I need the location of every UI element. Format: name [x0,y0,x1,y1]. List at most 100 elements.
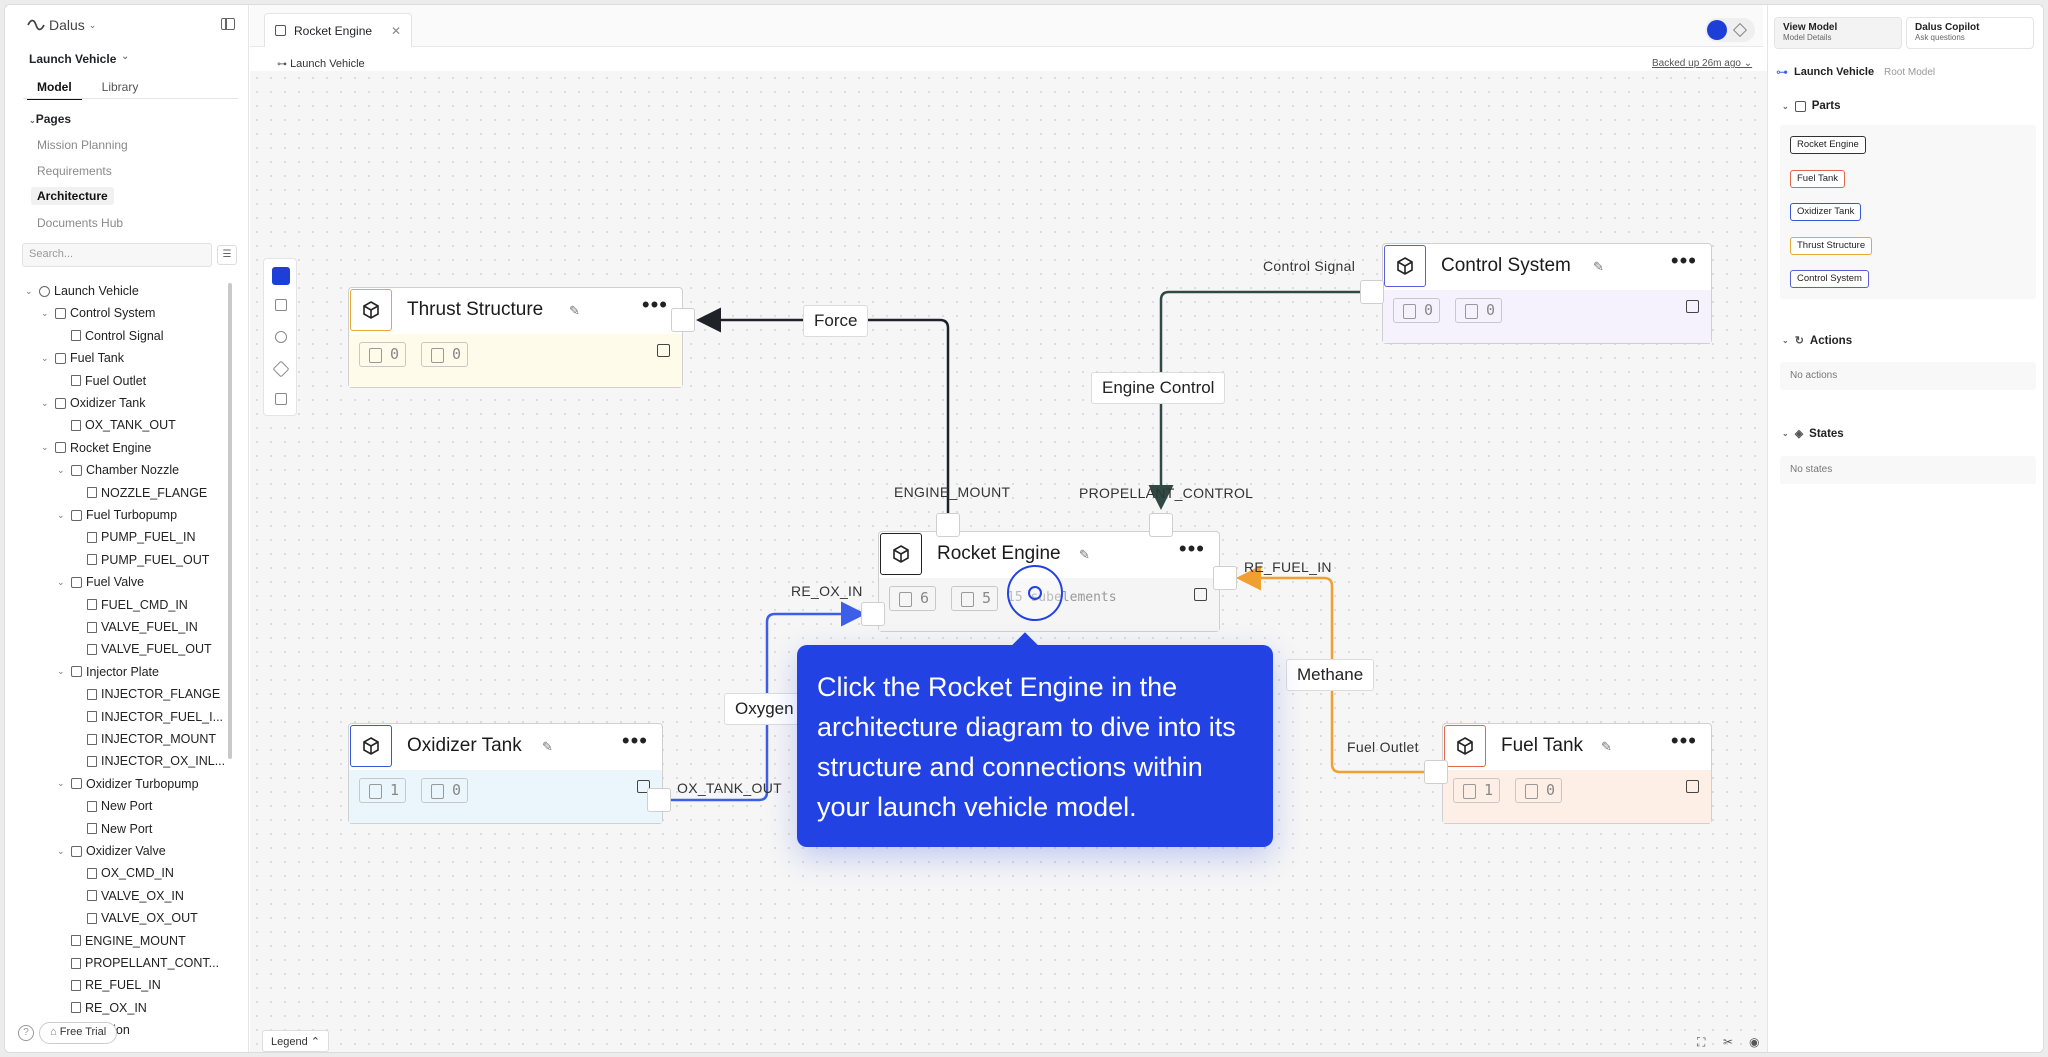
tree-item[interactable]: ⌄Control System [41,303,155,323]
page-documents-hub[interactable]: Documents Hub [37,216,124,230]
node-oxidizer-tank[interactable]: Oxidizer Tank ✎ ••• 1 0 [348,723,663,824]
tree-item[interactable]: OX_TANK_OUT [57,415,176,435]
chevron-down-icon[interactable]: ⌄ [41,352,49,363]
documents-count[interactable]: 0 [1515,778,1563,803]
tree-item[interactable]: ⌄Oxidizer Valve [57,841,166,861]
open-external-icon[interactable] [657,344,670,357]
open-external-icon[interactable] [1194,588,1207,601]
tools-icon[interactable]: ✂ [1723,1035,1734,1049]
chevron-down-icon[interactable]: ⌄ [121,51,130,62]
tree-item[interactable]: VALVE_OX_IN [73,886,184,906]
tab-library[interactable]: Library [101,80,139,94]
chevron-down-icon[interactable]: ⌄ [57,576,65,587]
tree-item[interactable]: VALVE_OX_OUT [73,908,198,928]
tree-item[interactable]: ⌄Oxidizer Turbopump [57,774,199,794]
tree-item[interactable]: ⌄Injector Plate [57,662,159,682]
tree-item[interactable]: Control Signal [57,326,164,346]
requirements-count[interactable]: 6 [889,586,937,611]
onboarding-hotspot[interactable] [1007,565,1063,621]
port-engine-mount[interactable] [936,513,960,537]
tree-item[interactable]: INJECTOR_FUEL_I... [73,707,223,727]
tree-item[interactable]: PROPELLANT_CONT... [57,953,219,973]
tree-item[interactable]: New Port [73,796,152,816]
part-pill[interactable]: Control System [1790,270,1869,288]
node-control-system[interactable]: Control System ✎ ••• 0 0 [1382,243,1712,344]
chevron-down-icon[interactable]: ⌄ [41,307,49,318]
port-re-fuel-in[interactable] [1213,566,1237,590]
edit-icon[interactable]: ✎ [1593,259,1604,274]
tab-model[interactable]: Model [27,76,82,100]
tree-item[interactable]: ⌄Launch Vehicle [25,281,139,301]
tree-item[interactable]: New Port [73,819,152,839]
tree-item[interactable]: OX_CMD_IN [73,863,174,883]
brand-logo[interactable]: Dalus ⌄ [27,17,96,33]
help-icon[interactable]: ? [18,1025,34,1041]
sidebar-toggle-icon[interactable] [221,18,235,30]
close-icon[interactable]: ✕ [390,23,401,38]
chevron-down-icon[interactable]: ⌄ [57,666,65,677]
tree-item[interactable]: RE_FUEL_IN [57,975,161,995]
part-pill[interactable]: Thrust Structure [1790,236,1873,255]
node-thrust-structure[interactable]: Thrust Structure ✎ ••• 0 0 [348,287,683,388]
more-icon[interactable]: ••• [621,728,648,753]
edit-icon[interactable]: ✎ [1601,739,1612,754]
port-re-ox-in[interactable] [861,602,885,626]
edit-icon[interactable]: ✎ [542,739,553,754]
project-selector[interactable]: Launch Vehicle [29,52,117,66]
requirements-count[interactable]: 1 [1453,778,1501,803]
tree-item[interactable]: PUMP_FUEL_OUT [73,550,209,570]
tree-item[interactable]: ⌄Rocket Engine [41,438,151,458]
chevron-down-icon[interactable]: ⌄ [57,464,65,475]
breadcrumb[interactable]: ⊶ Launch Vehicle [277,58,365,70]
documents-count[interactable]: 5 [951,586,999,611]
more-icon[interactable]: ••• [1670,728,1697,753]
port-ox-tank-out[interactable] [647,788,671,812]
tree-item[interactable]: VALVE_FUEL_IN [73,617,198,637]
view-model-button[interactable]: View Model Model Details [1774,17,1902,49]
edge-label-engine-control[interactable]: Engine Control [1091,372,1226,404]
port-thrust-out[interactable] [671,308,695,332]
actions-section-header[interactable]: ⌄ ↻ Actions [1782,334,1852,348]
tree-scrollbar[interactable] [228,283,232,759]
diamond-mode-icon[interactable] [1732,22,1748,38]
document-tool-icon[interactable] [275,393,287,405]
view-mode-toggle[interactable] [1705,18,1755,42]
state-tool-icon[interactable] [272,360,290,378]
architecture-canvas[interactable] [250,71,1775,1052]
open-external-icon[interactable] [1686,300,1699,313]
edge-label-force[interactable]: Force [803,305,869,337]
tree-item[interactable]: PUMP_FUEL_IN [73,527,195,547]
tree-item[interactable]: NOZZLE_FLANGE [73,483,207,503]
chevron-down-icon[interactable]: ⌄ [41,397,49,408]
more-icon[interactable]: ••• [1178,536,1205,561]
page-mission-planning[interactable]: Mission Planning [37,138,128,152]
part-pill[interactable]: Oxidizer Tank [1790,203,1862,221]
chevron-down-icon[interactable]: ⌄ [57,845,65,856]
tree-item[interactable]: INJECTOR_OX_INL... [73,751,225,771]
more-icon[interactable]: ••• [641,292,668,317]
chevron-down-icon[interactable]: ⌄ [25,285,33,296]
states-section-header[interactable]: ⌄ ◈ States [1782,427,1844,441]
documents-count[interactable]: 0 [421,342,469,367]
free-trial-button[interactable]: ⌂ Free Trial [39,1022,118,1044]
tree-item[interactable]: VALVE_FUEL_OUT [73,639,212,659]
legend-button[interactable]: Legend ⌃ [262,1030,329,1052]
filter-icon[interactable]: ☰ [217,245,237,265]
select-tool-icon[interactable] [272,267,290,285]
tree-item[interactable]: INJECTOR_FLANGE [73,684,220,704]
camera-icon[interactable]: ◉ [1749,1035,1760,1049]
page-requirements[interactable]: Requirements [37,164,112,178]
part-pill[interactable]: Fuel Tank [1790,169,1846,188]
part-pill[interactable]: Rocket Engine [1790,136,1866,154]
tree-item[interactable]: ⌄Fuel Turbopump [57,505,177,525]
chevron-down-icon[interactable]: ⌄ [57,509,65,520]
tab-rocket-engine[interactable]: Rocket Engine ✕ [264,13,412,47]
requirements-count[interactable]: 1 [359,778,407,803]
edit-icon[interactable]: ✎ [1079,547,1090,562]
tree-item[interactable]: Fuel Outlet [57,371,146,391]
chevron-down-icon[interactable]: ⌄ [41,442,49,453]
tree-item[interactable]: ENGINE_MOUNT [57,931,186,951]
edge-label-oxygen[interactable]: Oxygen [724,693,805,725]
copilot-button[interactable]: Dalus Copilot Ask questions [1906,17,2034,49]
edge-label-methane[interactable]: Methane [1286,659,1375,691]
